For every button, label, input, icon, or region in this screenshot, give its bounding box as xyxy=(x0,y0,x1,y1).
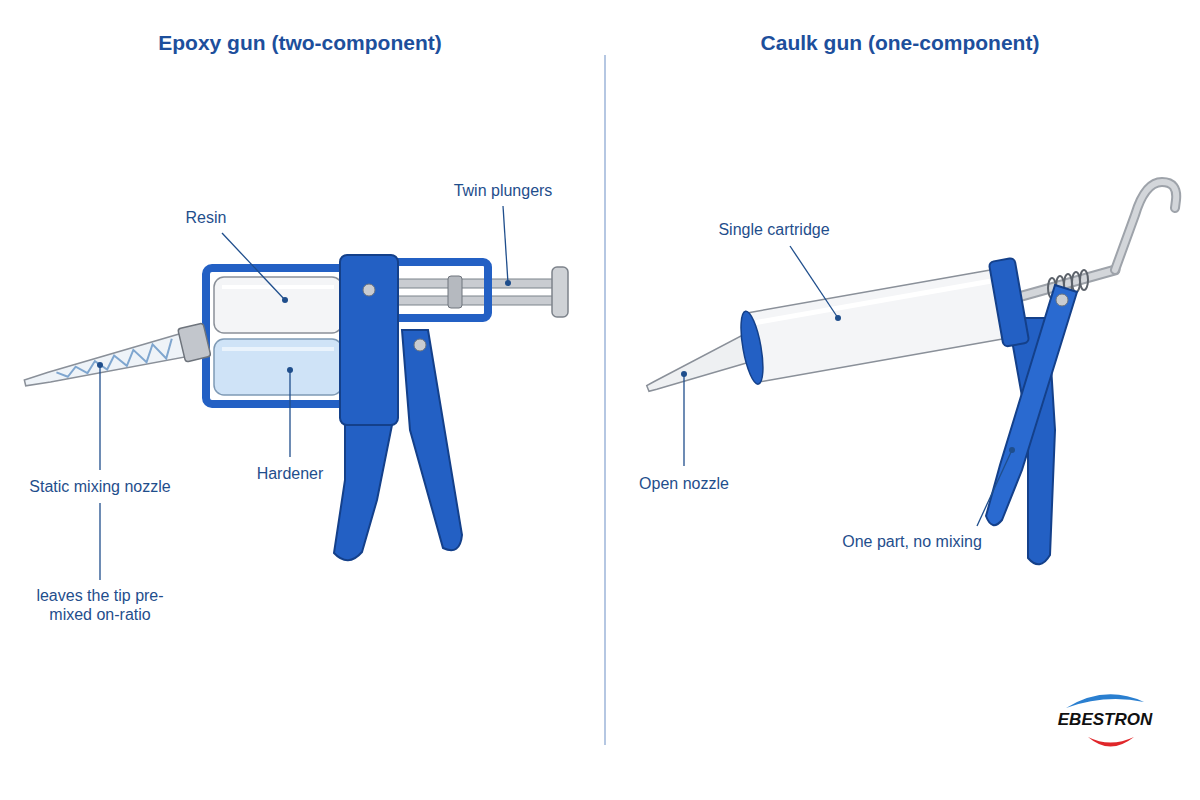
gun-trigger xyxy=(402,330,462,550)
gun-grip xyxy=(334,410,395,560)
open-nozzle xyxy=(643,335,754,401)
plunger-rod xyxy=(395,279,560,288)
part-label: Open nozzle xyxy=(639,474,729,493)
caulk-gun xyxy=(643,182,1177,564)
part-label: Static mixing nozzle xyxy=(29,477,170,496)
leader-line xyxy=(683,374,684,466)
cartridge-saddle xyxy=(989,258,1030,347)
mixer-spiral xyxy=(55,339,176,384)
rod-clamp xyxy=(448,276,462,308)
part-label: Resin xyxy=(186,208,227,227)
cartridge xyxy=(736,258,1030,392)
cartridge-cradle xyxy=(206,268,346,404)
leader-line xyxy=(99,365,100,470)
leader-line xyxy=(977,450,1012,526)
panel-heading: Caulk gun (one-component) xyxy=(761,30,1040,55)
gun-body xyxy=(340,255,398,425)
plunger-rod xyxy=(395,296,560,305)
leader-lines xyxy=(100,206,1012,580)
nozzle-body xyxy=(22,333,186,394)
hardener-cartridge xyxy=(214,339,342,395)
leader-dot xyxy=(287,367,293,373)
cartridge-cap xyxy=(737,310,768,386)
leader-dot xyxy=(282,297,288,303)
logo-swoosh xyxy=(1088,737,1134,747)
part-label: Single cartridge xyxy=(718,220,829,239)
part-label: Twin plungers xyxy=(454,181,553,200)
panel-divider xyxy=(604,55,606,745)
leader-line xyxy=(99,503,100,580)
part-label: One part, no mixing xyxy=(842,532,982,551)
spring-coil xyxy=(1080,270,1088,290)
screw xyxy=(414,339,426,351)
leader-dots xyxy=(97,280,1015,453)
leader-line xyxy=(289,370,290,457)
cartridge-highlight xyxy=(222,347,334,351)
logo-text: EBESTRON xyxy=(1058,710,1152,730)
panel-heading: Epoxy gun (two-component) xyxy=(158,30,441,55)
part-label: Hardener xyxy=(257,464,324,483)
logo-swoosh xyxy=(1066,694,1144,708)
nozzle-nut xyxy=(178,323,211,362)
leader-line xyxy=(503,206,508,283)
screw xyxy=(363,284,375,296)
leader-line xyxy=(790,246,838,318)
leader-dot xyxy=(1009,447,1015,453)
cartridge-tube xyxy=(744,268,1014,382)
plunger-plate xyxy=(552,267,568,317)
leader-dot xyxy=(97,362,103,368)
rod-hook xyxy=(1115,182,1176,270)
rod-hook xyxy=(1115,182,1176,270)
cartridge-highlight xyxy=(756,281,990,322)
spring-coil xyxy=(1072,272,1080,292)
note-label: leaves the tip pre-mixed on-ratio xyxy=(25,586,175,624)
mixing-nozzle xyxy=(21,323,211,399)
screw xyxy=(1056,294,1068,306)
cartridge-highlight xyxy=(222,285,334,289)
nozzle-body xyxy=(643,335,754,401)
leader-dot xyxy=(835,315,841,321)
resin-cartridge xyxy=(214,277,342,333)
plunger-frame xyxy=(392,262,488,318)
leader-line xyxy=(222,233,285,300)
leader-dot xyxy=(681,371,687,377)
leader-dot xyxy=(505,280,511,286)
epoxy-gun xyxy=(21,255,568,560)
